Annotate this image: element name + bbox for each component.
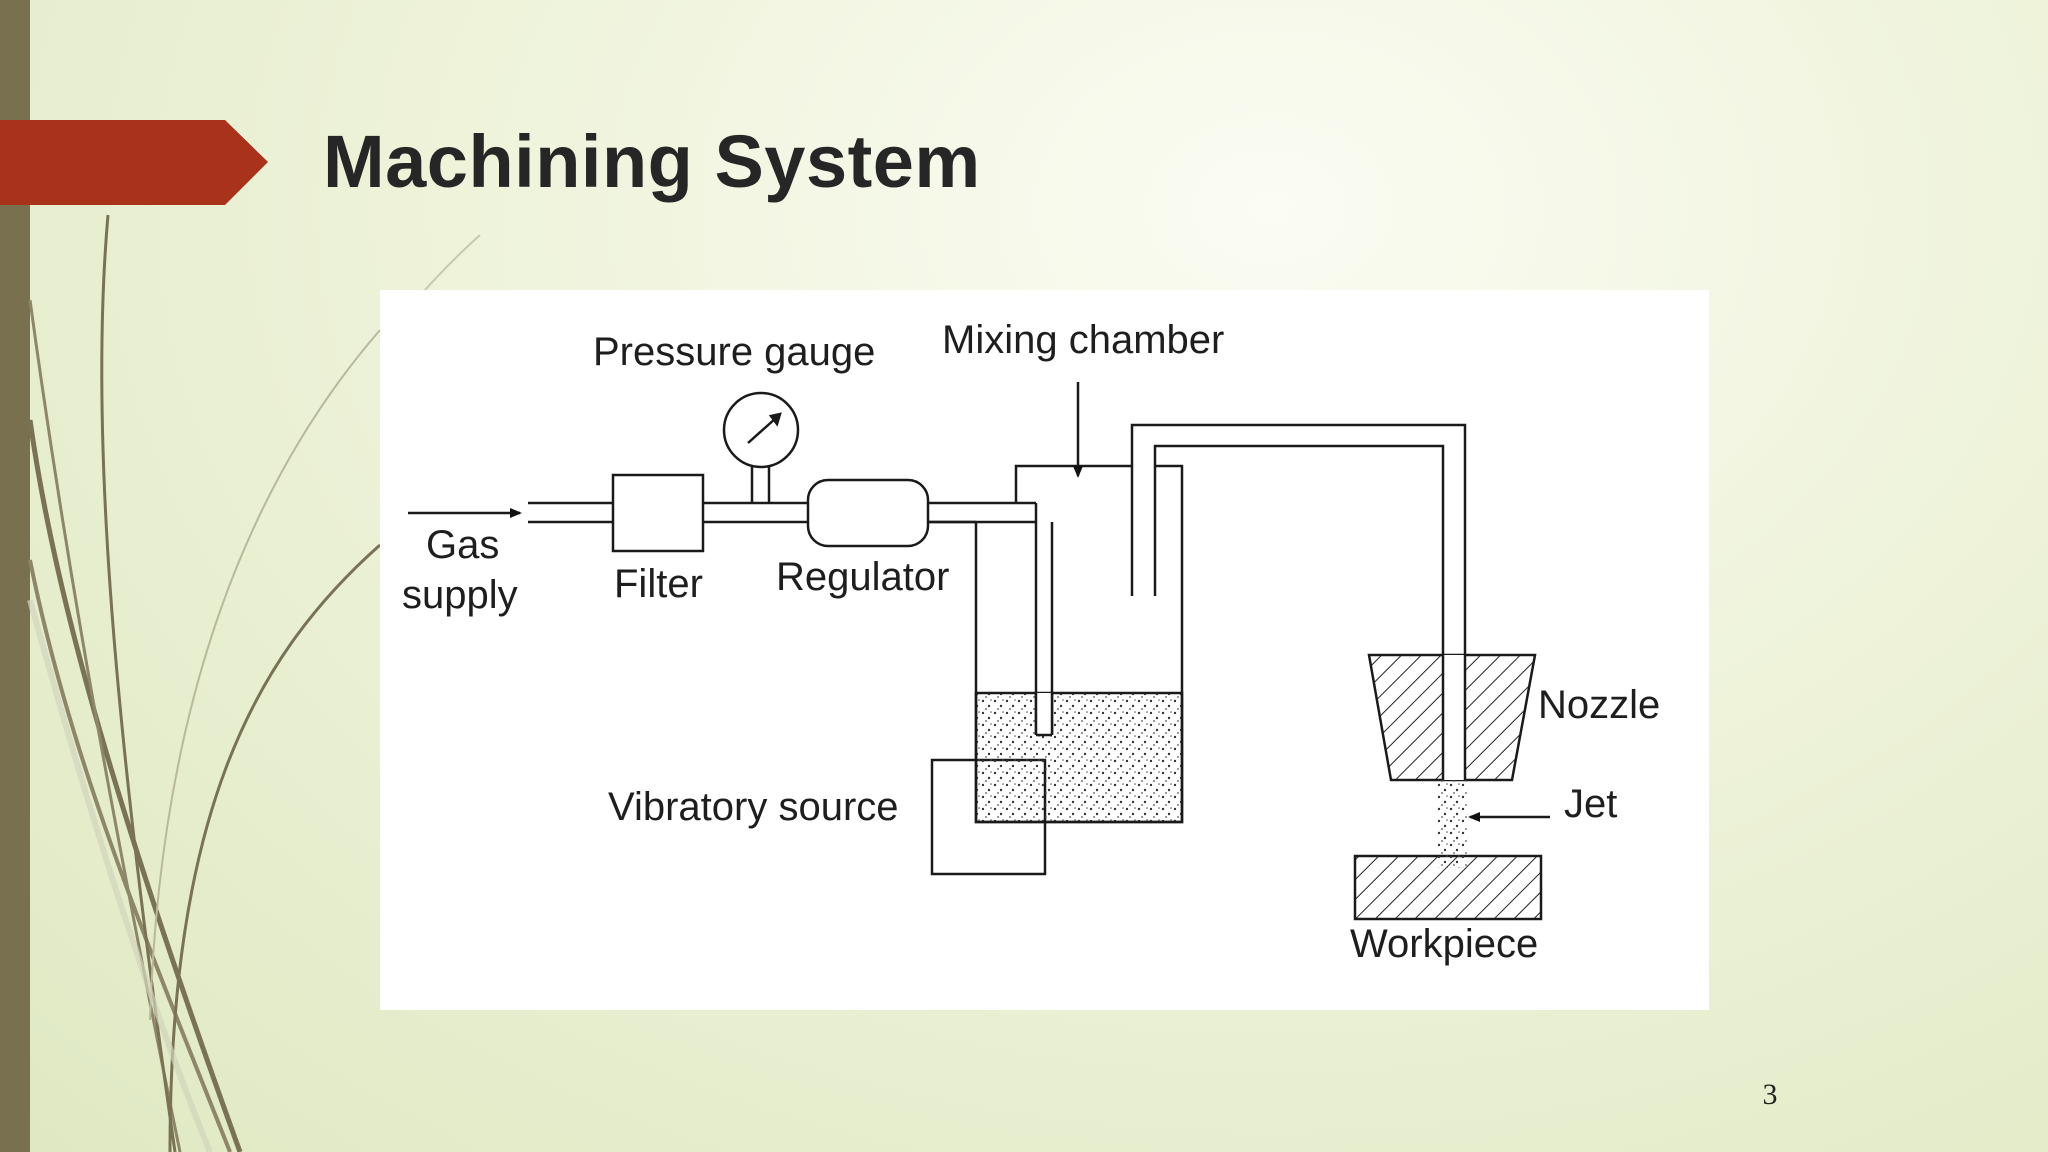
workpiece-label: Workpiece	[1350, 922, 1538, 966]
decorative-swooshes	[27, 214, 481, 1152]
supply-label: supply	[402, 573, 518, 617]
nozzle-label: Nozzle	[1538, 683, 1660, 727]
machining-system-diagram: Pressure gauge Mixing chamber Gas supply…	[380, 290, 1709, 1010]
gas-label: Gas	[426, 523, 499, 567]
mixing-chamber-label: Mixing chamber	[942, 318, 1224, 362]
regulator-label: Regulator	[776, 555, 949, 599]
pressure-gauge-label: Pressure gauge	[593, 330, 875, 374]
regulator-box	[806, 478, 930, 548]
filter-label: Filter	[614, 562, 703, 606]
jet-label: Jet	[1564, 782, 1617, 826]
title-arrow-banner	[0, 120, 268, 205]
abrasive-powder	[974, 691, 1184, 824]
pressure-gauge-icon	[722, 391, 800, 503]
slide-number: 3	[1762, 1078, 1778, 1111]
vibratory-source-label: Vibratory source	[608, 785, 899, 829]
filter-box	[611, 473, 705, 553]
abrasive-jet	[1436, 780, 1468, 868]
slide-title: Machining System	[323, 120, 981, 203]
